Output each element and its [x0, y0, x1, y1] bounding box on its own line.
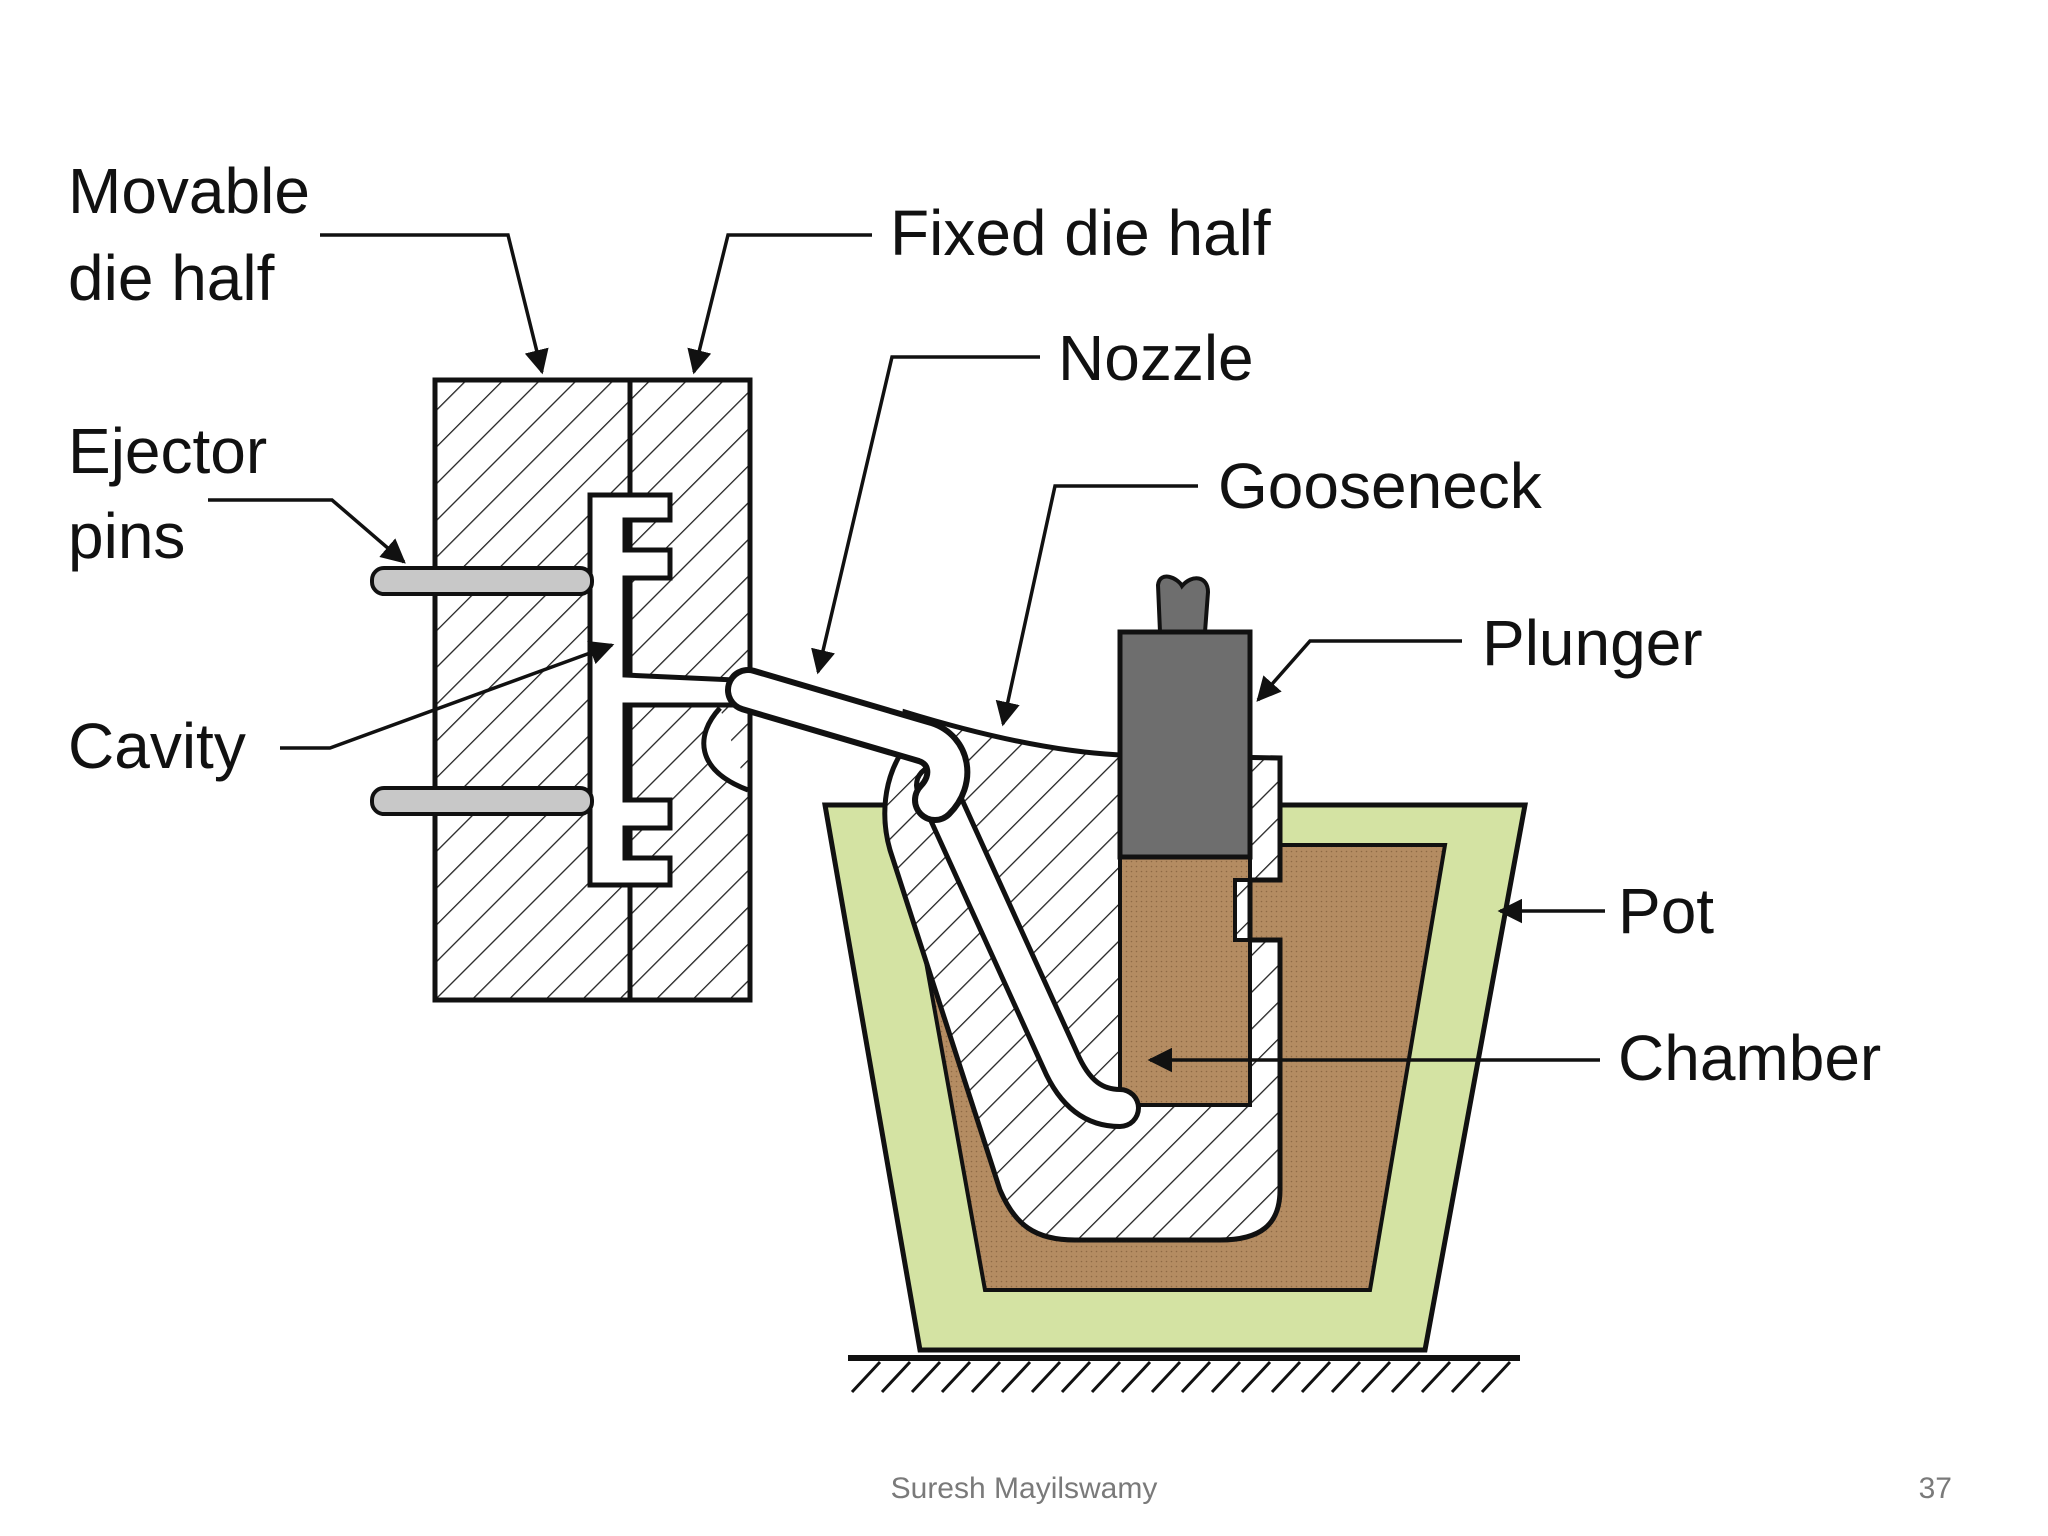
- label-movable-line2: die half: [68, 242, 275, 314]
- label-pot: Pot: [1618, 875, 1714, 947]
- label-ejector-line1: Ejector: [68, 415, 267, 487]
- label-fixed-die-half: Fixed die half: [890, 197, 1271, 269]
- ejector-pin-lower: [370, 786, 594, 816]
- label-movable-line1: Movable: [68, 155, 310, 227]
- nozzle-bore: [731, 673, 965, 817]
- leader-movable: [320, 233, 549, 375]
- ejector-pins: [370, 566, 594, 816]
- leader-ejector: [208, 498, 406, 564]
- die-sprue-bulge: [701, 706, 749, 793]
- labels: Movable die half Fixed die half Nozzle G…: [68, 155, 1881, 1094]
- ejector-pin-upper: [370, 566, 594, 596]
- die-assembly: [432, 377, 753, 1003]
- label-plunger: Plunger: [1482, 607, 1703, 679]
- label-chamber: Chamber: [1618, 1022, 1881, 1094]
- label-ejector-line2: pins: [68, 500, 185, 572]
- leader-nozzle: [811, 355, 1040, 675]
- leader-cavity: [280, 641, 615, 750]
- floor: [848, 1355, 1520, 1394]
- leader-gooseneck: [995, 484, 1198, 727]
- leader-fixed: [687, 233, 872, 375]
- plunger: [1117, 629, 1253, 860]
- label-cavity: Cavity: [68, 710, 246, 782]
- label-nozzle: Nozzle: [1058, 322, 1254, 394]
- plunger-assembly: [1117, 574, 1253, 860]
- leader-lines: [208, 233, 1605, 1073]
- label-gooseneck: Gooseneck: [1218, 450, 1543, 522]
- gooseneck-channel-inner: [919, 769, 1136, 1124]
- footer-page-number: 37: [1918, 1472, 1952, 1505]
- plunger-rod: [1155, 574, 1211, 634]
- leader-plunger: [1256, 639, 1462, 702]
- footer-author: Suresh Mayilswamy: [890, 1472, 1158, 1505]
